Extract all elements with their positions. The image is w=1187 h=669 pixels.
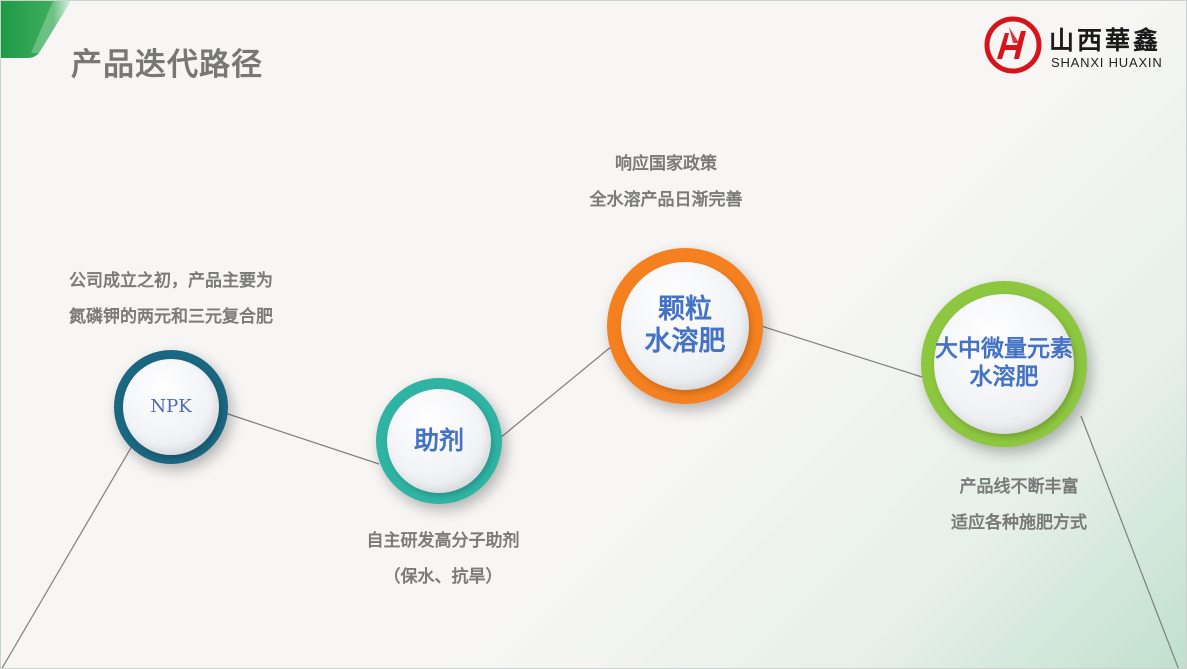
company-logo: 山西華鑫 SHANXI HUAXIN xyxy=(983,15,1178,75)
node-caption-npk: 公司成立之初，产品主要为 氮磷钾的两元和三元复合肥 xyxy=(41,263,301,335)
caption-line: 产品线不断丰富 xyxy=(959,477,1079,497)
node-label: 大中微量元素 xyxy=(935,336,1073,363)
node-label: 助剂 xyxy=(413,426,464,455)
node-npk: NPK xyxy=(114,350,228,464)
node-label: 颗粒 xyxy=(658,293,712,325)
caption-line: （保水、抗旱） xyxy=(383,567,503,587)
caption-line: 适应各种施肥方式 xyxy=(951,513,1087,533)
page-title: 产品迭代路径 xyxy=(71,47,263,83)
corner-accent-shape xyxy=(1,1,71,58)
node-caption-additive: 自主研发高分子助剂 （保水、抗旱） xyxy=(328,523,558,595)
caption-line: 响应国家政策 xyxy=(615,154,717,174)
connector-line xyxy=(499,345,613,439)
node-caption-macro-micro: 产品线不断丰富 适应各种施肥方式 xyxy=(909,469,1129,541)
node-additive: 助剂 xyxy=(376,378,502,504)
caption-line: 公司成立之初，产品主要为 xyxy=(69,271,273,291)
connector-line xyxy=(1080,415,1179,668)
node-granular-water-soluble: 颗粒 水溶肥 xyxy=(607,248,763,404)
connector-line xyxy=(1,445,133,668)
node-label: 水溶肥 xyxy=(969,364,1039,390)
caption-line: 氮磷钾的两元和三元复合肥 xyxy=(69,307,273,327)
node-label: NPK xyxy=(150,396,192,418)
logo-name-cn: 山西華鑫 xyxy=(1049,26,1162,55)
connector-line xyxy=(757,324,923,378)
huaxin-logo-icon xyxy=(984,16,1042,74)
caption-line: 自主研发高分子助剂 xyxy=(366,531,520,551)
node-macro-micro-element: 大中微量元素 水溶肥 xyxy=(921,281,1087,447)
connector-line xyxy=(224,412,380,465)
logo-name-en: SHANXI HUAXIN xyxy=(1051,55,1163,70)
node-caption-granular: 响应国家政策 全水溶产品日渐完善 xyxy=(551,146,781,218)
node-label: 水溶肥 xyxy=(644,326,726,357)
caption-line: 全水溶产品日渐完善 xyxy=(589,190,743,210)
